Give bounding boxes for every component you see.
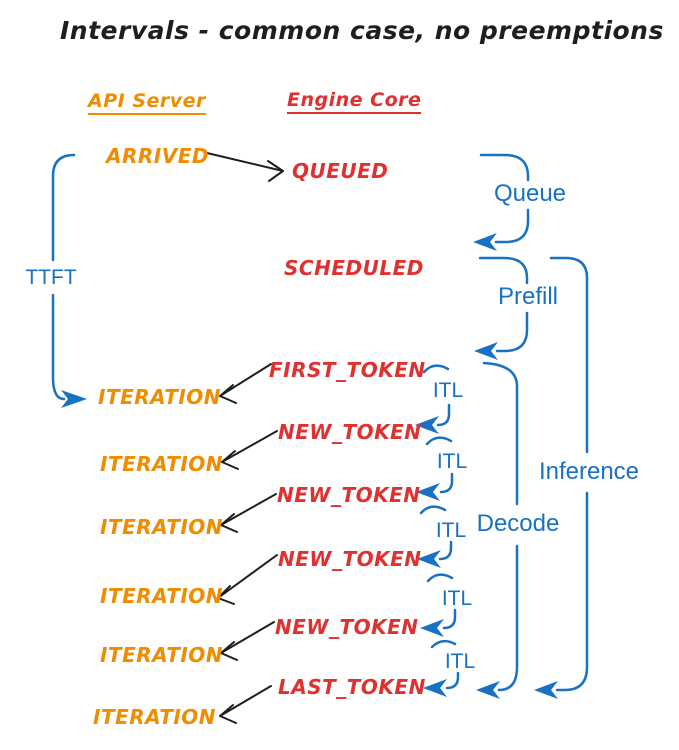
queue-bracket-bottom bbox=[494, 208, 530, 244]
event-new-token-4: NEW_TOKEN bbox=[275, 615, 419, 639]
event-new-token-3: NEW_TOKEN bbox=[278, 547, 422, 571]
decode-arrowhead-icon bbox=[476, 681, 500, 699]
column-header-engine-core: Engine Core bbox=[287, 89, 422, 114]
itl-hook bbox=[445, 671, 460, 690]
inference-bracket-bottom bbox=[555, 491, 589, 692]
event-first-token: FIRST_TOKEN bbox=[269, 358, 426, 382]
event-iteration-2: ITERATION bbox=[100, 452, 224, 476]
event-iteration-6: ITERATION bbox=[93, 705, 217, 729]
itl-arc bbox=[430, 639, 457, 649]
event-scheduled: SCHEDULED bbox=[284, 256, 424, 280]
itl-connector-2 bbox=[416, 436, 454, 501]
column-header-api-server-label: API Server bbox=[88, 90, 206, 115]
new-token-2-to-iteration-arrow bbox=[220, 493, 277, 533]
event-new-token-1: NEW_TOKEN bbox=[278, 420, 422, 444]
event-iteration-1: ITERATION bbox=[98, 385, 222, 409]
interval-itl-label-2: ITL bbox=[436, 450, 468, 473]
ttft-bracket-bottom bbox=[51, 293, 66, 401]
itl-connector-5 bbox=[423, 639, 460, 697]
interval-inference-label: Inference bbox=[538, 458, 640, 485]
interval-itl-label-3: ITL bbox=[435, 519, 467, 542]
inference-bracket bbox=[534, 256, 589, 699]
event-new-token-2: NEW_TOKEN bbox=[277, 483, 421, 507]
itl-arc bbox=[426, 573, 454, 583]
itl-hook bbox=[442, 608, 457, 630]
column-header-engine-core-label: Engine Core bbox=[287, 89, 422, 114]
last-token-to-iteration-arrow bbox=[219, 685, 272, 724]
prefill-arrowhead-icon bbox=[474, 342, 498, 360]
arrow-shaft bbox=[206, 152, 284, 172]
arrow-shaft bbox=[219, 685, 272, 717]
decode-bracket-top bbox=[482, 361, 519, 506]
arrow-shaft bbox=[220, 621, 275, 654]
column-header-api-server: API Server bbox=[88, 90, 206, 115]
itl-hook bbox=[436, 403, 451, 427]
event-iteration-3: ITERATION bbox=[100, 515, 224, 539]
interval-queue-label: Queue bbox=[493, 180, 567, 207]
itl-connector-3 bbox=[417, 505, 453, 568]
event-last-token: LAST_TOKEN bbox=[278, 675, 426, 699]
ttft-bracket bbox=[51, 153, 87, 408]
itl-connector-4 bbox=[420, 573, 457, 637]
itl-hook bbox=[438, 540, 453, 561]
interval-ttft-label: TTFT bbox=[25, 266, 77, 289]
arrow-shaft bbox=[220, 493, 277, 526]
arrow-shaft bbox=[221, 430, 278, 463]
event-iteration-4: ITERATION bbox=[100, 584, 224, 608]
queue-bracket bbox=[473, 153, 530, 251]
interval-decode-label: Decode bbox=[476, 510, 560, 537]
arrow-shaft bbox=[219, 363, 272, 397]
itl-arrowhead-icon bbox=[416, 483, 440, 501]
itl-arrowhead-icon bbox=[417, 550, 441, 568]
itl-arrowhead-icon bbox=[423, 679, 447, 697]
arrow-head bbox=[219, 704, 237, 724]
prefill-bracket-bottom bbox=[495, 311, 529, 353]
new-token-1-to-iteration-arrow bbox=[221, 430, 278, 470]
new-token-3-to-iteration-arrow bbox=[217, 554, 278, 605]
arrived-to-queued-arrow bbox=[206, 152, 284, 182]
itl-arrowhead-icon bbox=[415, 416, 439, 434]
interval-itl-label-4: ITL bbox=[441, 587, 473, 610]
itl-connector-1 bbox=[415, 364, 451, 434]
arrow-shaft bbox=[217, 554, 278, 599]
first-token-to-iteration-arrow bbox=[219, 363, 272, 404]
itl-arc bbox=[419, 505, 447, 515]
itl-arrowhead-icon bbox=[420, 619, 444, 637]
page-title: Intervals - common case, no preemptions bbox=[60, 16, 664, 45]
event-iteration-5: ITERATION bbox=[100, 643, 224, 667]
decode-bracket bbox=[476, 361, 519, 699]
arrow-head bbox=[221, 450, 239, 470]
itl-arc bbox=[422, 364, 450, 374]
itl-arc bbox=[425, 436, 453, 446]
event-arrived: ARRIVED bbox=[106, 144, 209, 168]
ttft-arrowhead-icon bbox=[61, 390, 87, 408]
arrow-head bbox=[220, 641, 238, 661]
arrow-head bbox=[267, 160, 284, 182]
inference-bracket-top bbox=[549, 256, 589, 454]
queue-arrowhead-icon bbox=[473, 233, 497, 251]
interval-prefill-label: Prefill bbox=[497, 283, 558, 310]
arrow-head bbox=[220, 513, 238, 533]
event-queued: QUEUED bbox=[292, 159, 389, 183]
itl-hook bbox=[439, 472, 454, 494]
inference-arrowhead-icon bbox=[534, 681, 558, 699]
interval-itl-label-1: ITL bbox=[432, 379, 464, 402]
arrow-head bbox=[219, 384, 237, 404]
arrow-head bbox=[217, 585, 235, 605]
decode-bracket-bottom bbox=[497, 544, 519, 692]
interval-itl-label-5: ITL bbox=[444, 650, 476, 673]
prefill-bracket-top bbox=[478, 256, 529, 285]
ttft-bracket-top bbox=[51, 153, 76, 262]
queue-bracket-top bbox=[479, 153, 530, 182]
prefill-bracket bbox=[474, 256, 529, 360]
new-token-4-to-iteration-arrow bbox=[220, 621, 275, 661]
